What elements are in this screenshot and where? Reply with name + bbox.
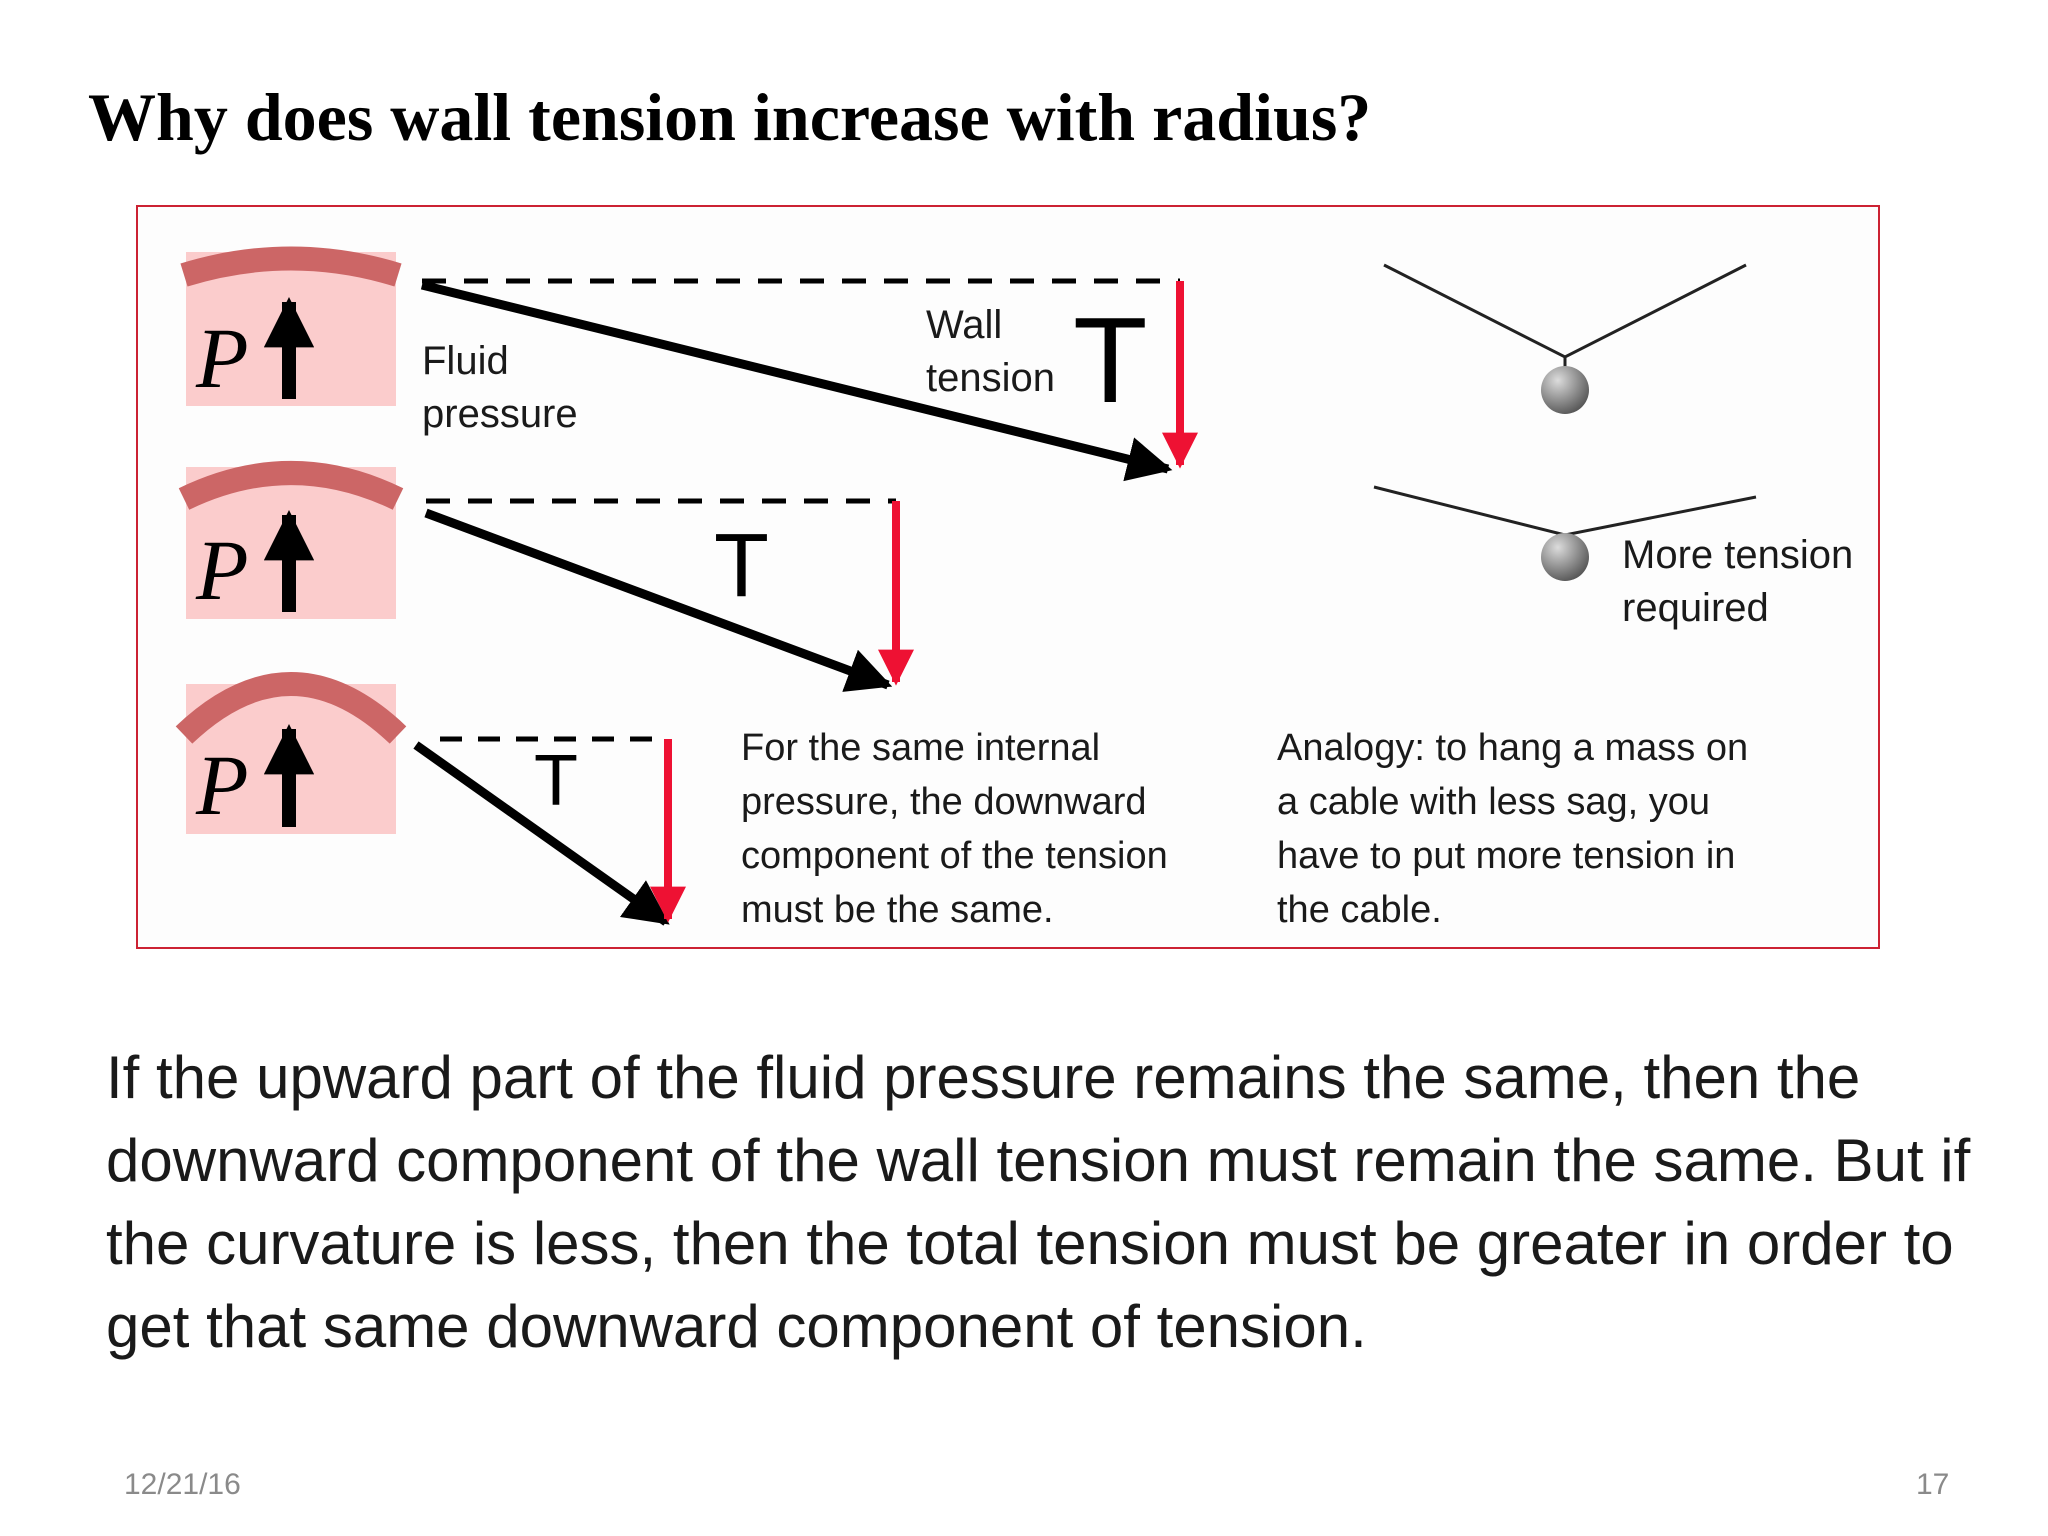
tension-vector [420, 280, 1173, 482]
diagram-graphics [175, 246, 1757, 926]
tension-vector [424, 508, 893, 692]
explanation-paragraph: If the upward part of the fluid pressure… [106, 1044, 1971, 1360]
pressure-symbol: P [196, 310, 249, 406]
pressure-symbol: P [196, 522, 249, 618]
slide-title: Why does wall tension increase with radi… [88, 79, 1372, 155]
force-triangle-2 [424, 498, 914, 692]
page-number: 17 [1916, 1468, 1950, 1501]
vessel-segment-small-radius [175, 672, 407, 834]
tension-vector [413, 741, 670, 926]
caption-same-pressure: For the same internal pressure, the down… [741, 727, 1168, 931]
tension-symbol-small: T [534, 741, 578, 821]
tension-symbol-medium: T [714, 516, 769, 616]
vessel-segment-large-radius [180, 246, 402, 406]
caption-analogy: Analogy: to hang a mass on a cable with … [1277, 727, 1749, 931]
fluid-pressure-label: Fluid pressure [422, 339, 578, 437]
hanging-mass-small-sag [1373, 485, 1757, 581]
hanging-mass-large-sag [1383, 263, 1747, 414]
force-triangle-3 [413, 736, 686, 926]
tension-symbol-large: T [1073, 292, 1148, 428]
mass-ball [1541, 533, 1589, 581]
footer-date: 12/21/16 [124, 1468, 241, 1501]
pressure-symbol: P [196, 737, 249, 833]
mass-ball [1541, 366, 1589, 414]
vessel-segment-medium-radius [178, 461, 404, 619]
wall-tension-figure: P P P Fluid pressure Wall tension T T T … [136, 205, 1880, 949]
force-triangle-1 [420, 278, 1198, 482]
more-tension-label: More tension required [1622, 533, 1854, 631]
wall-tension-label: Wall tension [926, 303, 1055, 401]
